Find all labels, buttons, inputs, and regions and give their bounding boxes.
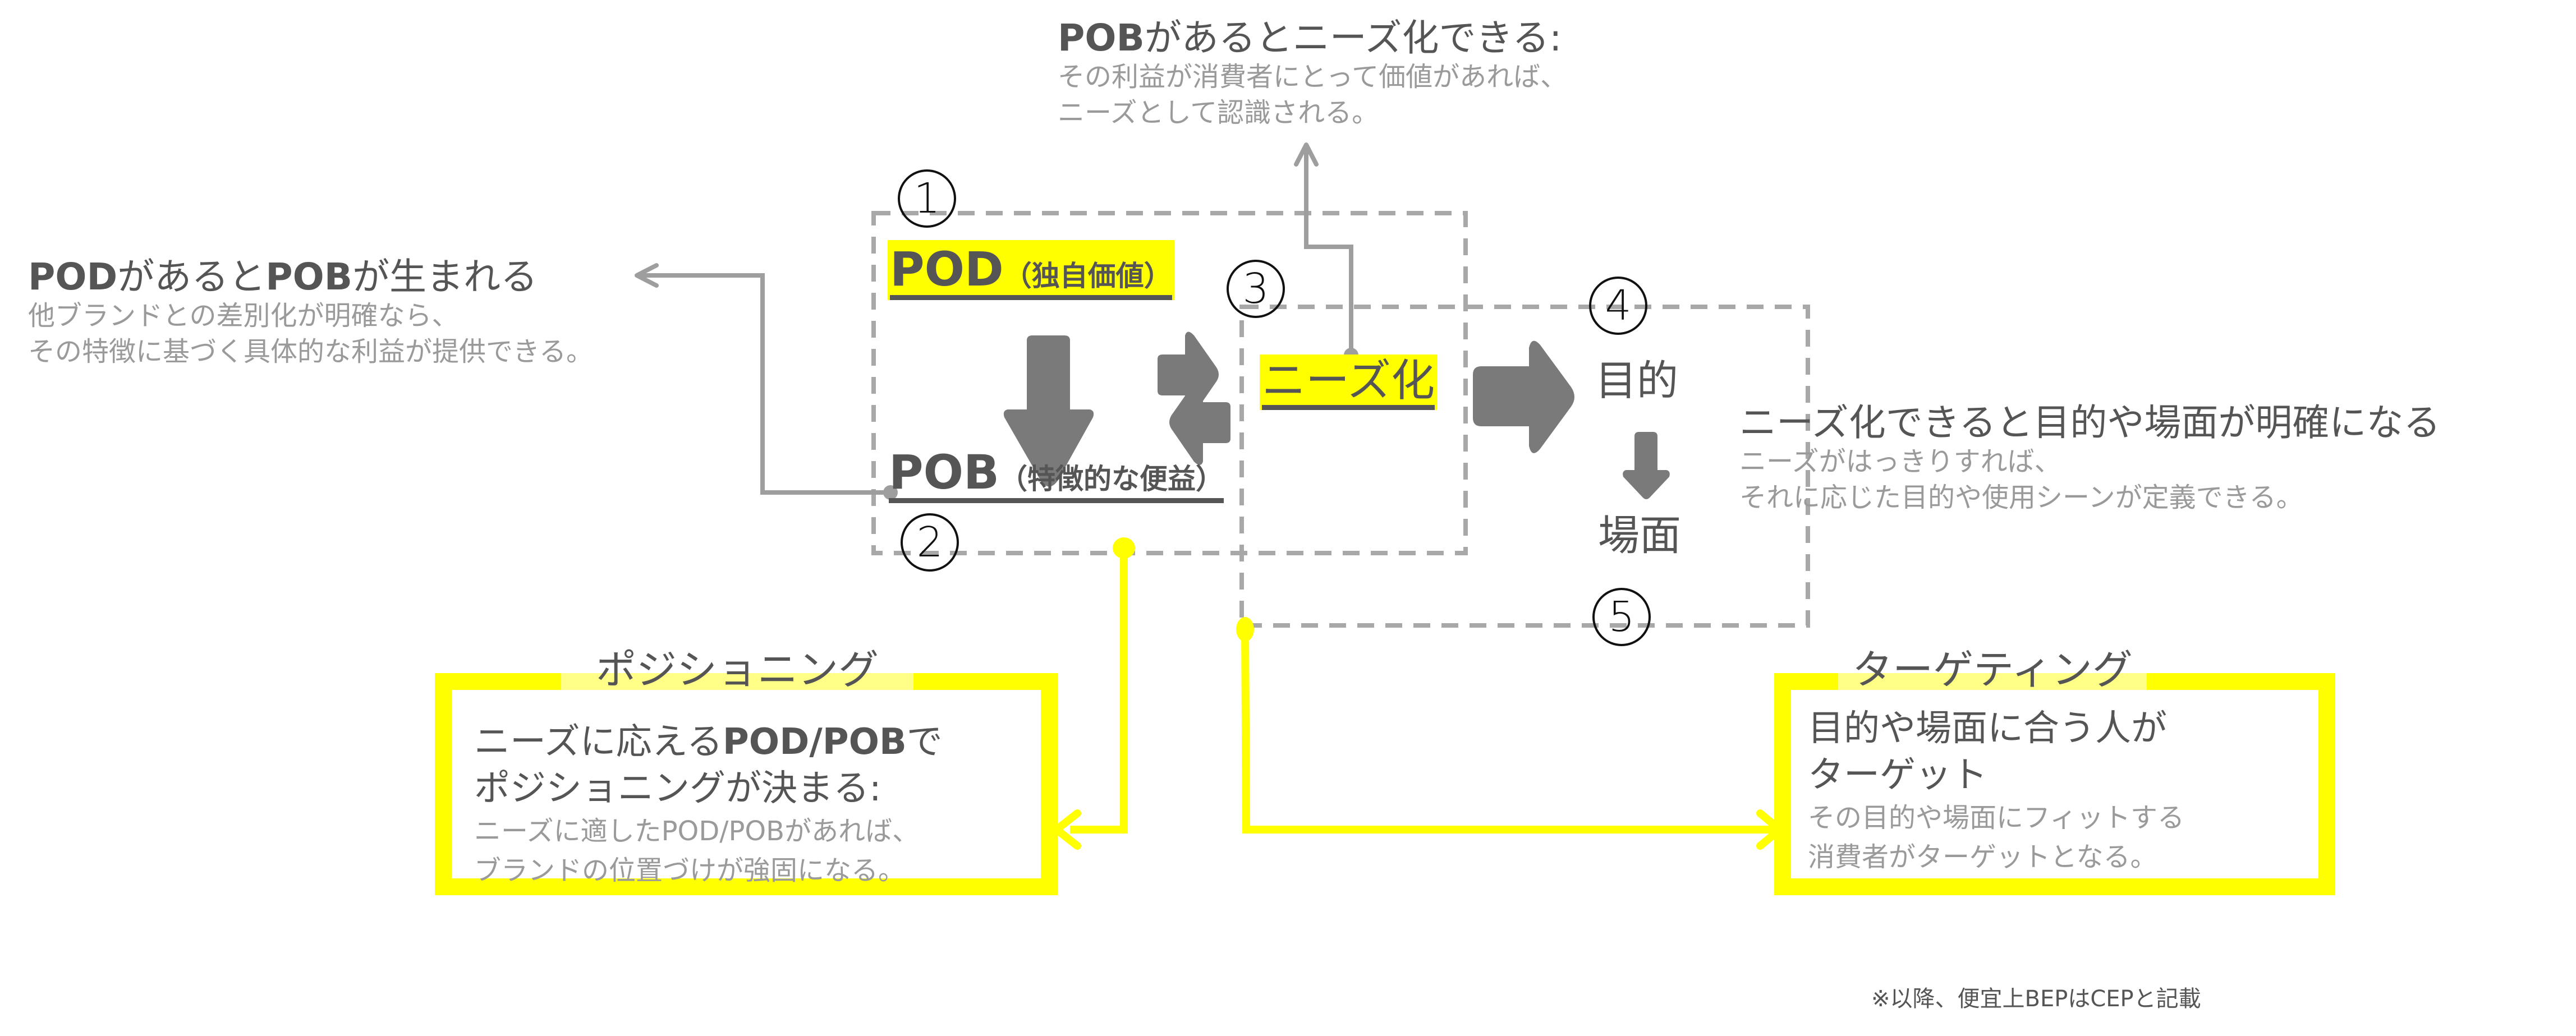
pob-label: POB（特徴的な便益） (889, 449, 1224, 503)
left-note-sub-2: その特徴に基づく具体的な利益が提供できる。 (28, 336, 594, 368)
left-note-mid: があると (117, 255, 266, 298)
right-note-heading: ニーズ化できると目的や場面が明確になる (1739, 401, 2441, 444)
connector-to-positioning (1070, 552, 1128, 834)
left-note-sub-1: 他ブランドとの差別化が明確なら、 (28, 300, 459, 331)
top-note-sub-2: ニーズとして認識される。 (1058, 97, 1379, 129)
top-note-heading: POBがあるとニーズ化できる: (1058, 16, 1567, 59)
positioning-title: ポジショニング (595, 646, 879, 693)
positioning-sub-1: ニーズに適したPOD/POBがあれば、 (474, 816, 920, 848)
footnote: ※以降、便宜上BEPはCEPと記載 (1871, 986, 2201, 1012)
left-note-bold-pob: POB (265, 255, 353, 298)
pod-term: POD（独自価値） (890, 246, 1172, 300)
targeting-title-band (1838, 673, 2147, 690)
pob-term: POB（特徴的な便益） (889, 449, 1224, 503)
right-note-sub-1: ニーズがはっきりすれば、 (1739, 445, 2061, 477)
connector-left-arrowhead-icon (635, 263, 659, 288)
top-note-sub-1: その利益が消費者にとって価値があれば、 (1058, 61, 1568, 93)
left-note-heading: PODがあるとPOBが生まれる (28, 255, 593, 298)
targeting-content: 目的や場面に合う人が ターゲット その目的や場面にフィットする 消費者がターゲッ… (1808, 706, 2184, 877)
positioning-title-band (561, 673, 913, 690)
positioning-heading-1b: で (906, 721, 943, 763)
step-number-3: 3 (1227, 260, 1285, 318)
needs-label: ニーズ化 (1260, 354, 1438, 410)
arrow-right-to-needs-icon (1158, 331, 1219, 417)
targeting-sub-1: その目的や場面にフィットする (1808, 802, 2185, 834)
targeting-heading-1: 目的や場面に合う人が (1808, 708, 2167, 749)
step-number-4: 4 (1589, 277, 1647, 335)
arrow-right-needs-to-purpose-icon (1473, 340, 1574, 453)
needs-term-text: ニーズ化 (1262, 356, 1435, 406)
left-note-bold-pod: POD (28, 255, 118, 298)
targeting-title: ターゲティング (1852, 646, 2133, 693)
connector-top-arrowhead-icon (1294, 142, 1319, 167)
pob-gloss: （特徴的な便益） (999, 463, 1224, 495)
step-number-2: 2 (901, 513, 959, 572)
pob-term-text: POB (889, 445, 999, 500)
positioning-heading-1a: ニーズに応える (474, 721, 723, 763)
positioning-content: ニーズに応えるPOD/POBで ポジショニングが決まる: ニーズに適したPOD/… (474, 719, 943, 891)
left-note: PODがあるとPOBが生まれる 他ブランドとの差別化が明確なら、 その特徴に基づ… (28, 255, 594, 370)
positioning-sub-2: ブランドの位置づけが強固になる。 (474, 854, 906, 886)
connector-dot-group-a (1113, 537, 1135, 559)
arrow-left-to-pob-icon (1169, 379, 1230, 465)
positioning-box (435, 673, 1058, 895)
pod-label: POD（独自価値） (888, 240, 1174, 300)
group-box-needs-purpose-scene (1239, 305, 1810, 628)
scene-label: 場面 (1598, 512, 1681, 560)
right-note: ニーズ化できると目的や場面が明確になる ニーズがはっきりすれば、 それに応じた目… (1739, 401, 2441, 516)
connector-dot-group-b (1236, 617, 1254, 642)
arrow-down-purpose-to-scene-icon (1623, 432, 1670, 499)
left-note-rest: が生まれる (352, 255, 538, 298)
pod-term-text: POD (890, 242, 1004, 297)
targeting-sub-2: 消費者がターゲットとなる。 (1808, 841, 2157, 873)
step-number-5: 5 (1592, 588, 1651, 646)
purpose-label: 目的 (1595, 357, 1678, 405)
arrow-down-pod-to-pob-icon (1003, 335, 1094, 487)
positioning-heading-2: ポジショニングが決まる: (474, 768, 881, 810)
pod-gloss: （独自価値） (1003, 260, 1172, 292)
connector-pob-to-left-note (639, 273, 892, 495)
right-note-sub-2: それに応じた目的や使用シーンが定義できる。 (1739, 482, 2303, 514)
positioning-heading-1-bold: POD/POB (722, 721, 907, 763)
top-note-heading-rest: があるとニーズ化できる: (1144, 16, 1562, 59)
positioning-heading-1: ニーズに応えるPOD/POBで (474, 719, 943, 766)
connector-dot-pob (883, 485, 898, 500)
top-note-heading-bold: POB (1058, 16, 1145, 59)
connector-to-targeting (1241, 629, 1779, 834)
group-box-pod-pob (871, 211, 1468, 555)
top-note: POBがあるとニーズ化できる: その利益が消費者にとって価値があれば、 ニーズと… (1058, 16, 1568, 131)
step-number-1: 1 (898, 169, 956, 228)
connector-needs-to-top-note (1304, 147, 1353, 359)
targeting-heading-2: ターゲット (1808, 754, 1987, 796)
needs-term: ニーズ化 (1262, 359, 1435, 410)
